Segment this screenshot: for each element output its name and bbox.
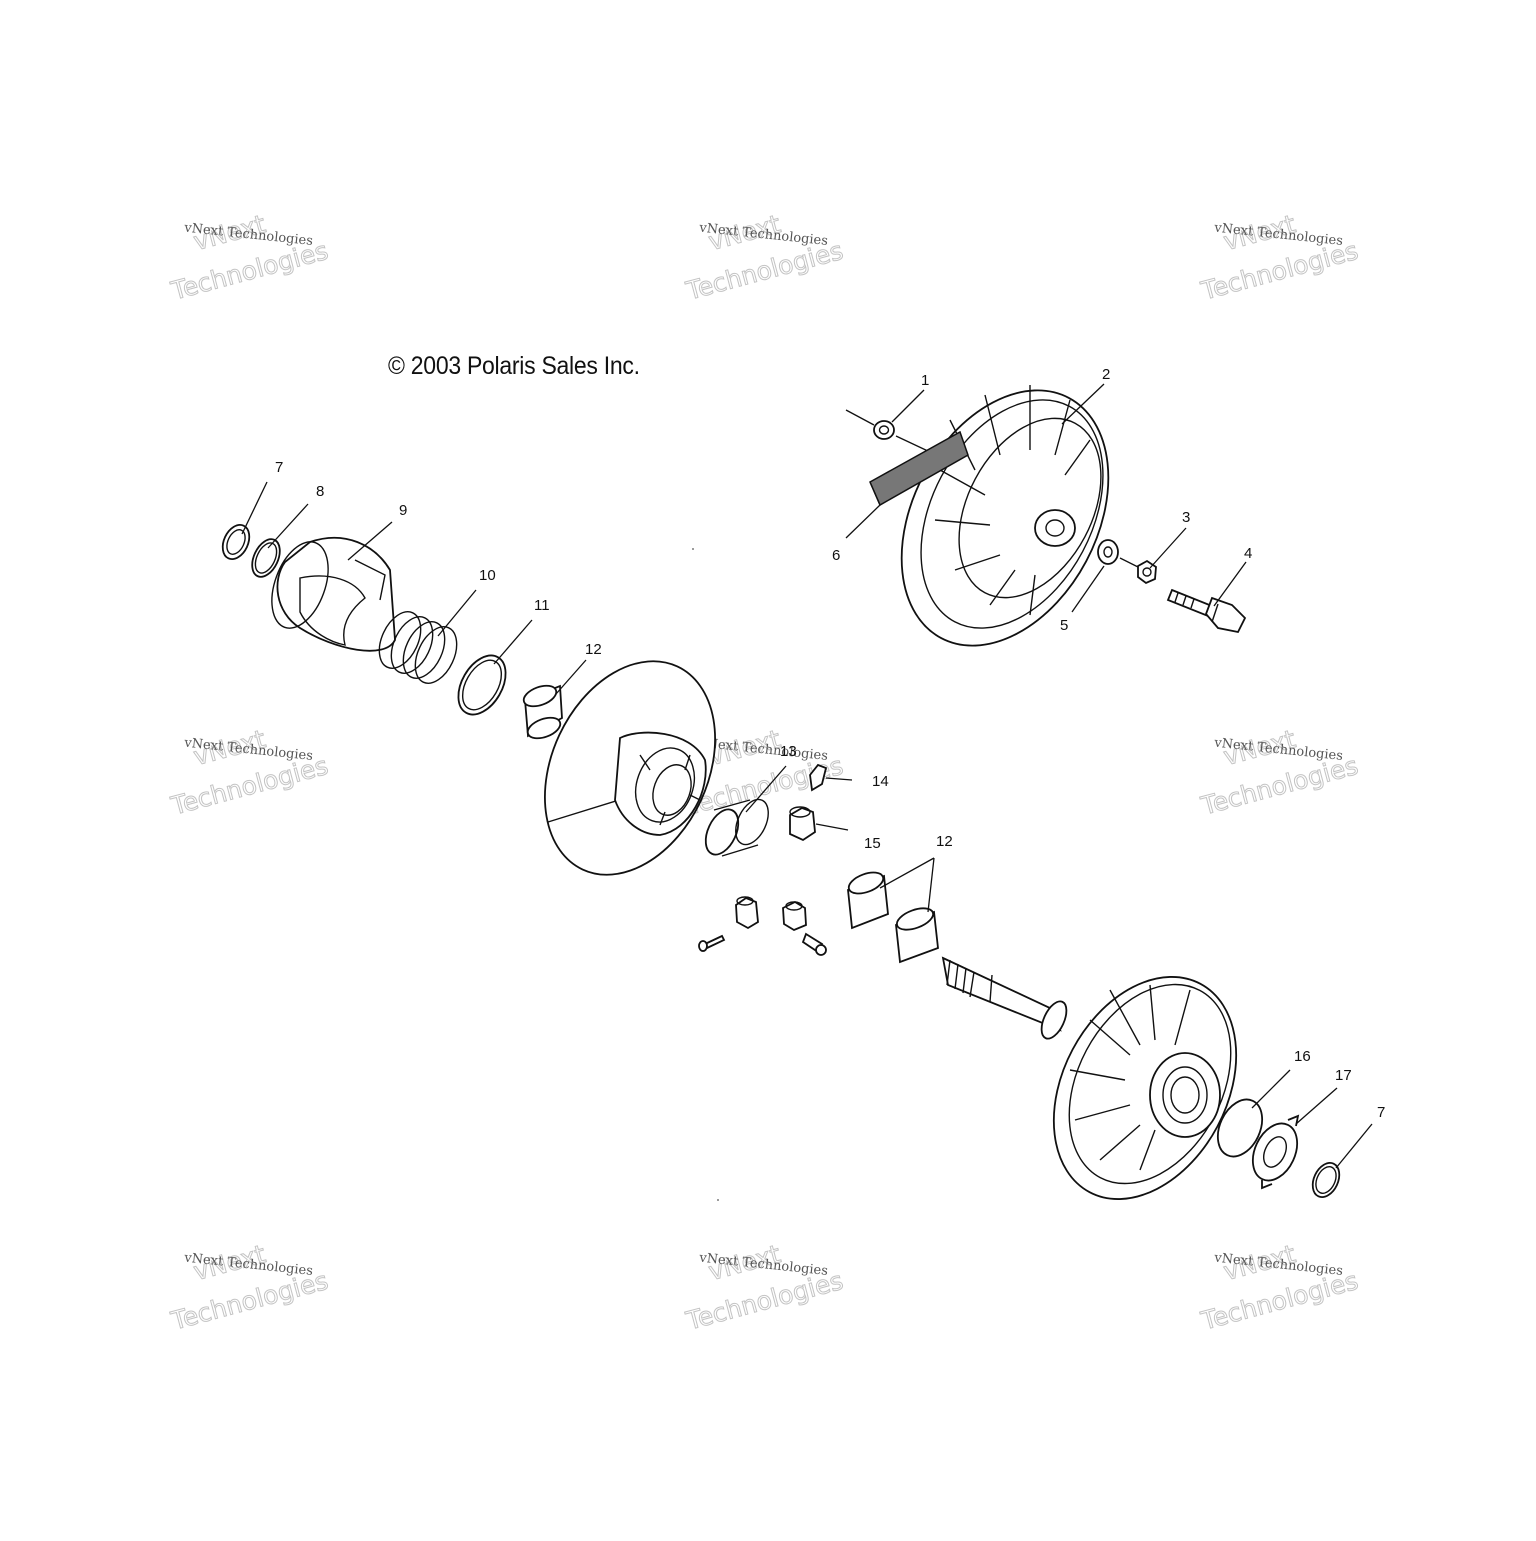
- speck: [717, 1199, 719, 1201]
- callout-12-top: 12: [585, 641, 602, 658]
- copyright-notice: © 2003 Polaris Sales Inc.: [388, 352, 640, 380]
- part-tab-washer-17: [1251, 1114, 1300, 1190]
- callout-4: 4: [1244, 545, 1252, 562]
- part-bolt-4: [1166, 588, 1247, 634]
- part-spring-10: [378, 611, 458, 684]
- speck: [692, 548, 694, 550]
- callout-10: 10: [479, 567, 496, 584]
- callout-14: 14: [872, 773, 889, 790]
- part-washer-1: [845, 409, 931, 453]
- callout-16: 16: [1294, 1048, 1311, 1065]
- watermark-line2: Technologies: [167, 751, 331, 821]
- callout-7-bottom: 7: [1377, 1104, 1385, 1121]
- callout-17: 17: [1335, 1067, 1352, 1084]
- leader-lines: [241, 383, 1373, 1169]
- callout-6: 6: [832, 547, 840, 564]
- callout-13: 13: [780, 743, 797, 760]
- part-helix-9: [271, 537, 396, 652]
- part-shaft: [941, 956, 1068, 1040]
- part-snap-ring-7-bottom: [1311, 1162, 1341, 1198]
- part-roller-15: [789, 806, 849, 842]
- part-ring-8: [251, 538, 281, 578]
- part-bushing-12-a: [847, 871, 889, 930]
- part-washer-5: [1097, 539, 1141, 569]
- part-bolt-left: [698, 934, 726, 952]
- part-bushing-12-b: [895, 907, 939, 964]
- callout-12-bottom: 12: [936, 833, 953, 850]
- part-washer-16: [1216, 1098, 1264, 1158]
- callout-11: 11: [534, 597, 550, 614]
- part-movable-sheave: [544, 660, 716, 876]
- watermark-line2: Technologies: [167, 1266, 331, 1336]
- watermark-line2: Technologies: [167, 236, 331, 306]
- callout-1: 1: [921, 372, 929, 389]
- part-roller-left: [735, 896, 759, 930]
- watermark-line2: Technologies: [1197, 751, 1361, 821]
- watermark-line2: Technologies: [682, 1266, 846, 1336]
- callout-15: 15: [864, 835, 881, 852]
- part-roller-right: [782, 900, 807, 932]
- part-bolt-right: [801, 932, 827, 956]
- callout-5: 5: [1060, 617, 1068, 634]
- part-pin-14: [809, 763, 853, 792]
- callout-2: 2: [1102, 366, 1110, 383]
- callout-3: 3: [1182, 509, 1190, 526]
- part-bushing-13: [704, 798, 769, 857]
- callout-7-top: 7: [275, 459, 283, 476]
- callout-9: 9: [399, 502, 407, 519]
- callout-8: 8: [316, 483, 324, 500]
- part-fixed-sheave: [1052, 976, 1238, 1200]
- watermark-line2: Technologies: [682, 236, 846, 306]
- watermark-line2: Technologies: [1197, 1266, 1361, 1336]
- part-belt-6: [869, 430, 969, 507]
- part-snap-ring-7-top: [221, 524, 251, 560]
- callout-labels: 1 2 3 4 5 6 7 8 9 10 11 12 13 14 15 12 1…: [275, 366, 1385, 1121]
- part-ring-11: [457, 654, 507, 716]
- part-bushing-12-top: [522, 684, 563, 740]
- watermark-line2: Technologies: [1197, 236, 1361, 306]
- part-sheave-2: [900, 385, 1110, 647]
